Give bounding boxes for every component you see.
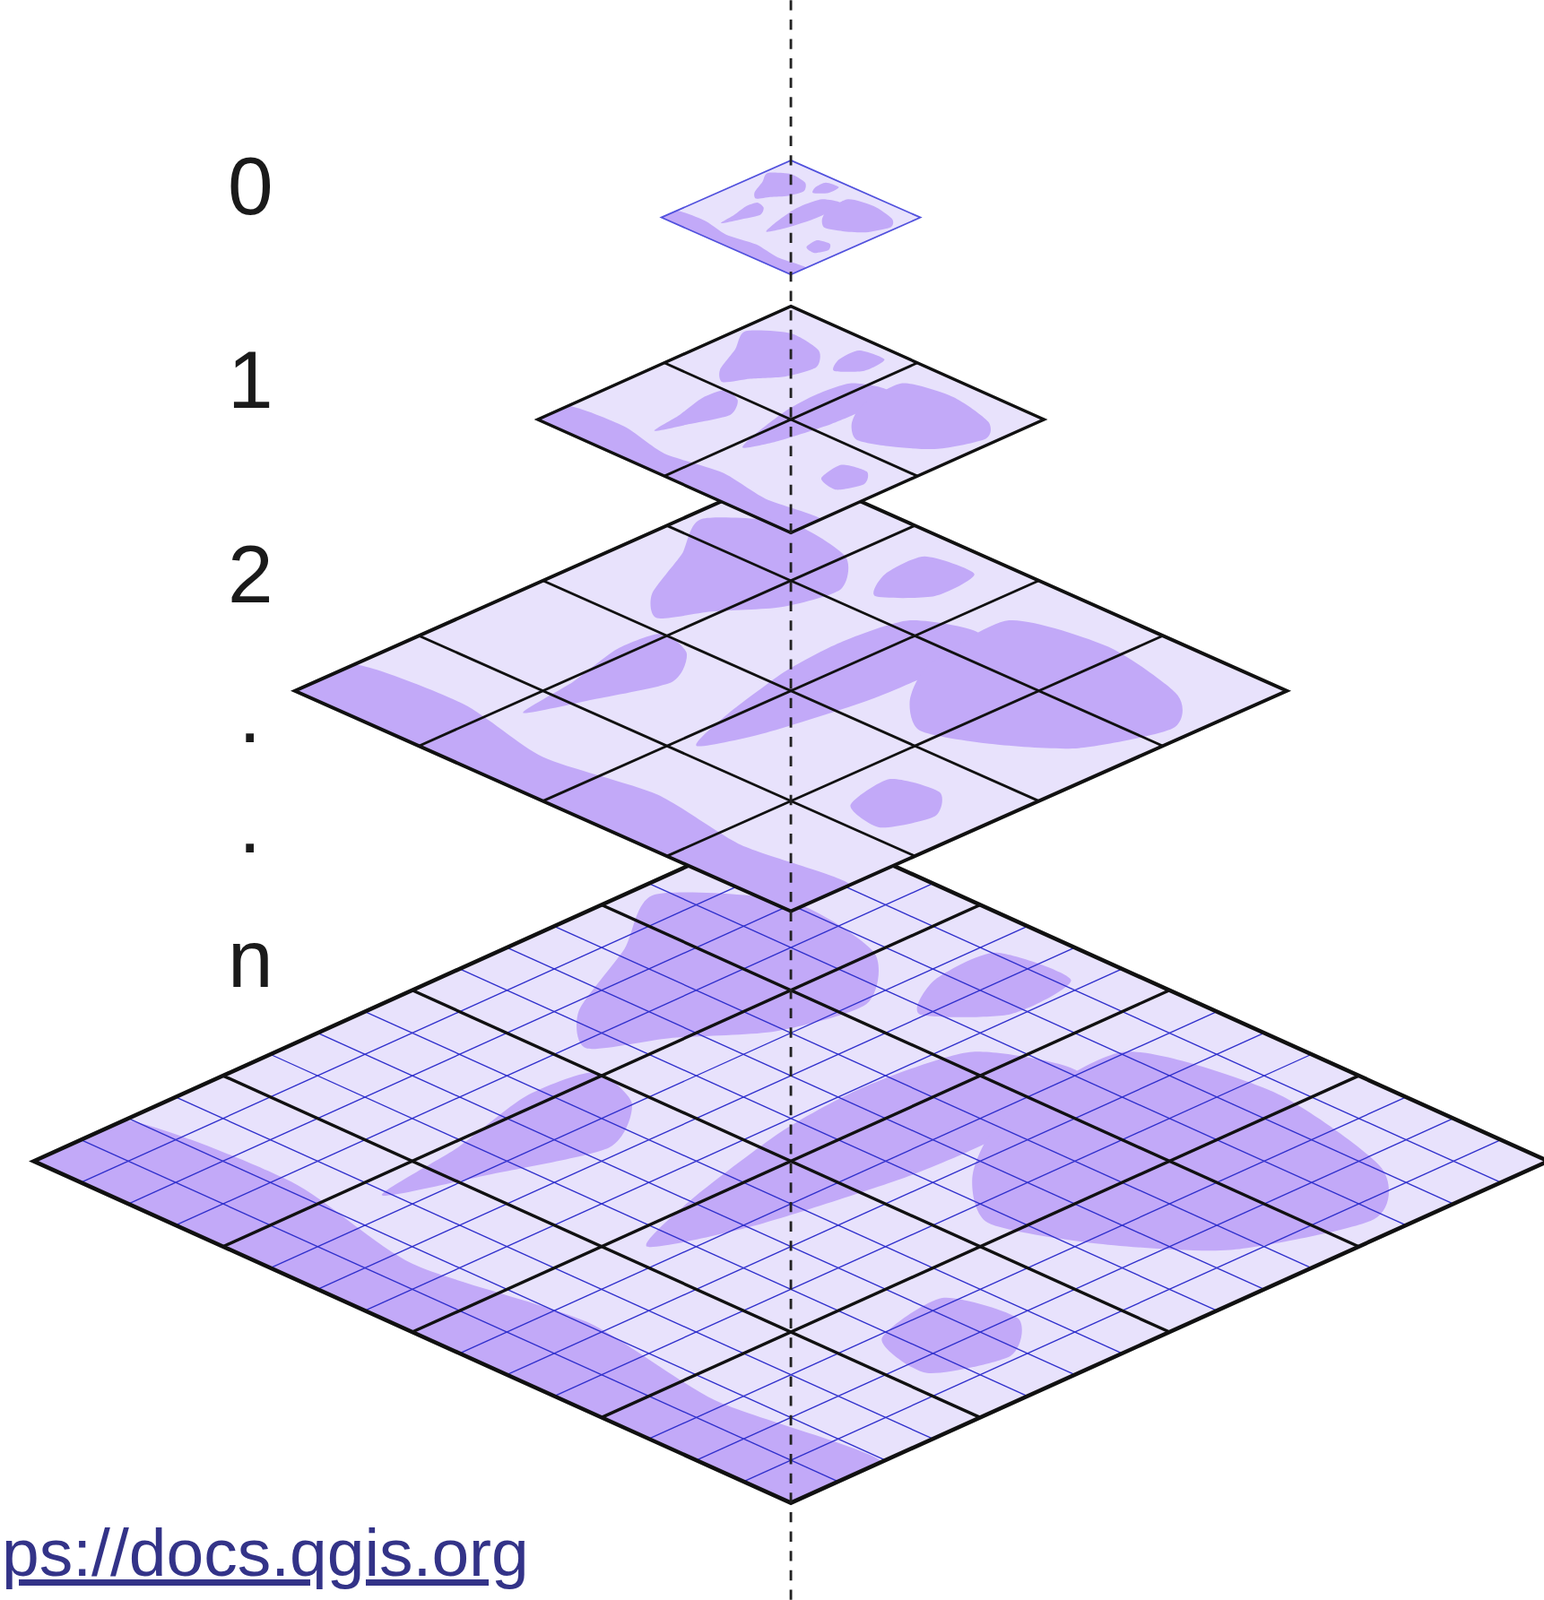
land-mass [754,172,807,199]
tile-layer [657,160,921,277]
land-mass [381,1072,633,1197]
source-url: ps://docs.qgis.org [1,1519,530,1588]
land-mass [806,240,831,253]
zoom-level: 0 [227,145,274,227]
land-mass [654,390,738,432]
land-mass [873,556,975,599]
land-mass [850,779,942,828]
layer-ground [34,819,1544,1504]
land-mass [812,182,839,194]
layer-ground [537,306,1045,534]
tile-layer [529,306,1044,538]
land-mass [657,210,807,277]
tile-layer [9,819,1544,1514]
layer-ground [294,470,1287,912]
land-mass [851,382,991,450]
land-mass [720,202,764,224]
land-mass [832,350,885,373]
ellipsis-dot: . [238,673,261,755]
zoom-level: 2 [227,533,274,616]
tile-layer [279,470,1287,919]
zoom-level: n [227,918,274,1000]
land-mass [522,633,687,714]
tile-border [542,581,1039,802]
land-mass [719,330,821,383]
tile-border [418,635,915,857]
ellipsis-dot: . [238,783,261,866]
layer-outline [537,306,1045,534]
tile-border [667,635,1163,857]
axis-line [789,0,793,1600]
tile-border [223,1075,981,1418]
tile-border [664,363,918,477]
tile-border [664,363,918,477]
tile-border [542,581,1039,802]
layer-outline [294,470,1287,912]
tile-border [601,1075,1359,1418]
layer-outline [34,819,1544,1504]
zoom-level: 1 [227,338,274,421]
land-mass [917,953,1072,1018]
land-mass [822,199,894,233]
land-mass [821,464,868,490]
